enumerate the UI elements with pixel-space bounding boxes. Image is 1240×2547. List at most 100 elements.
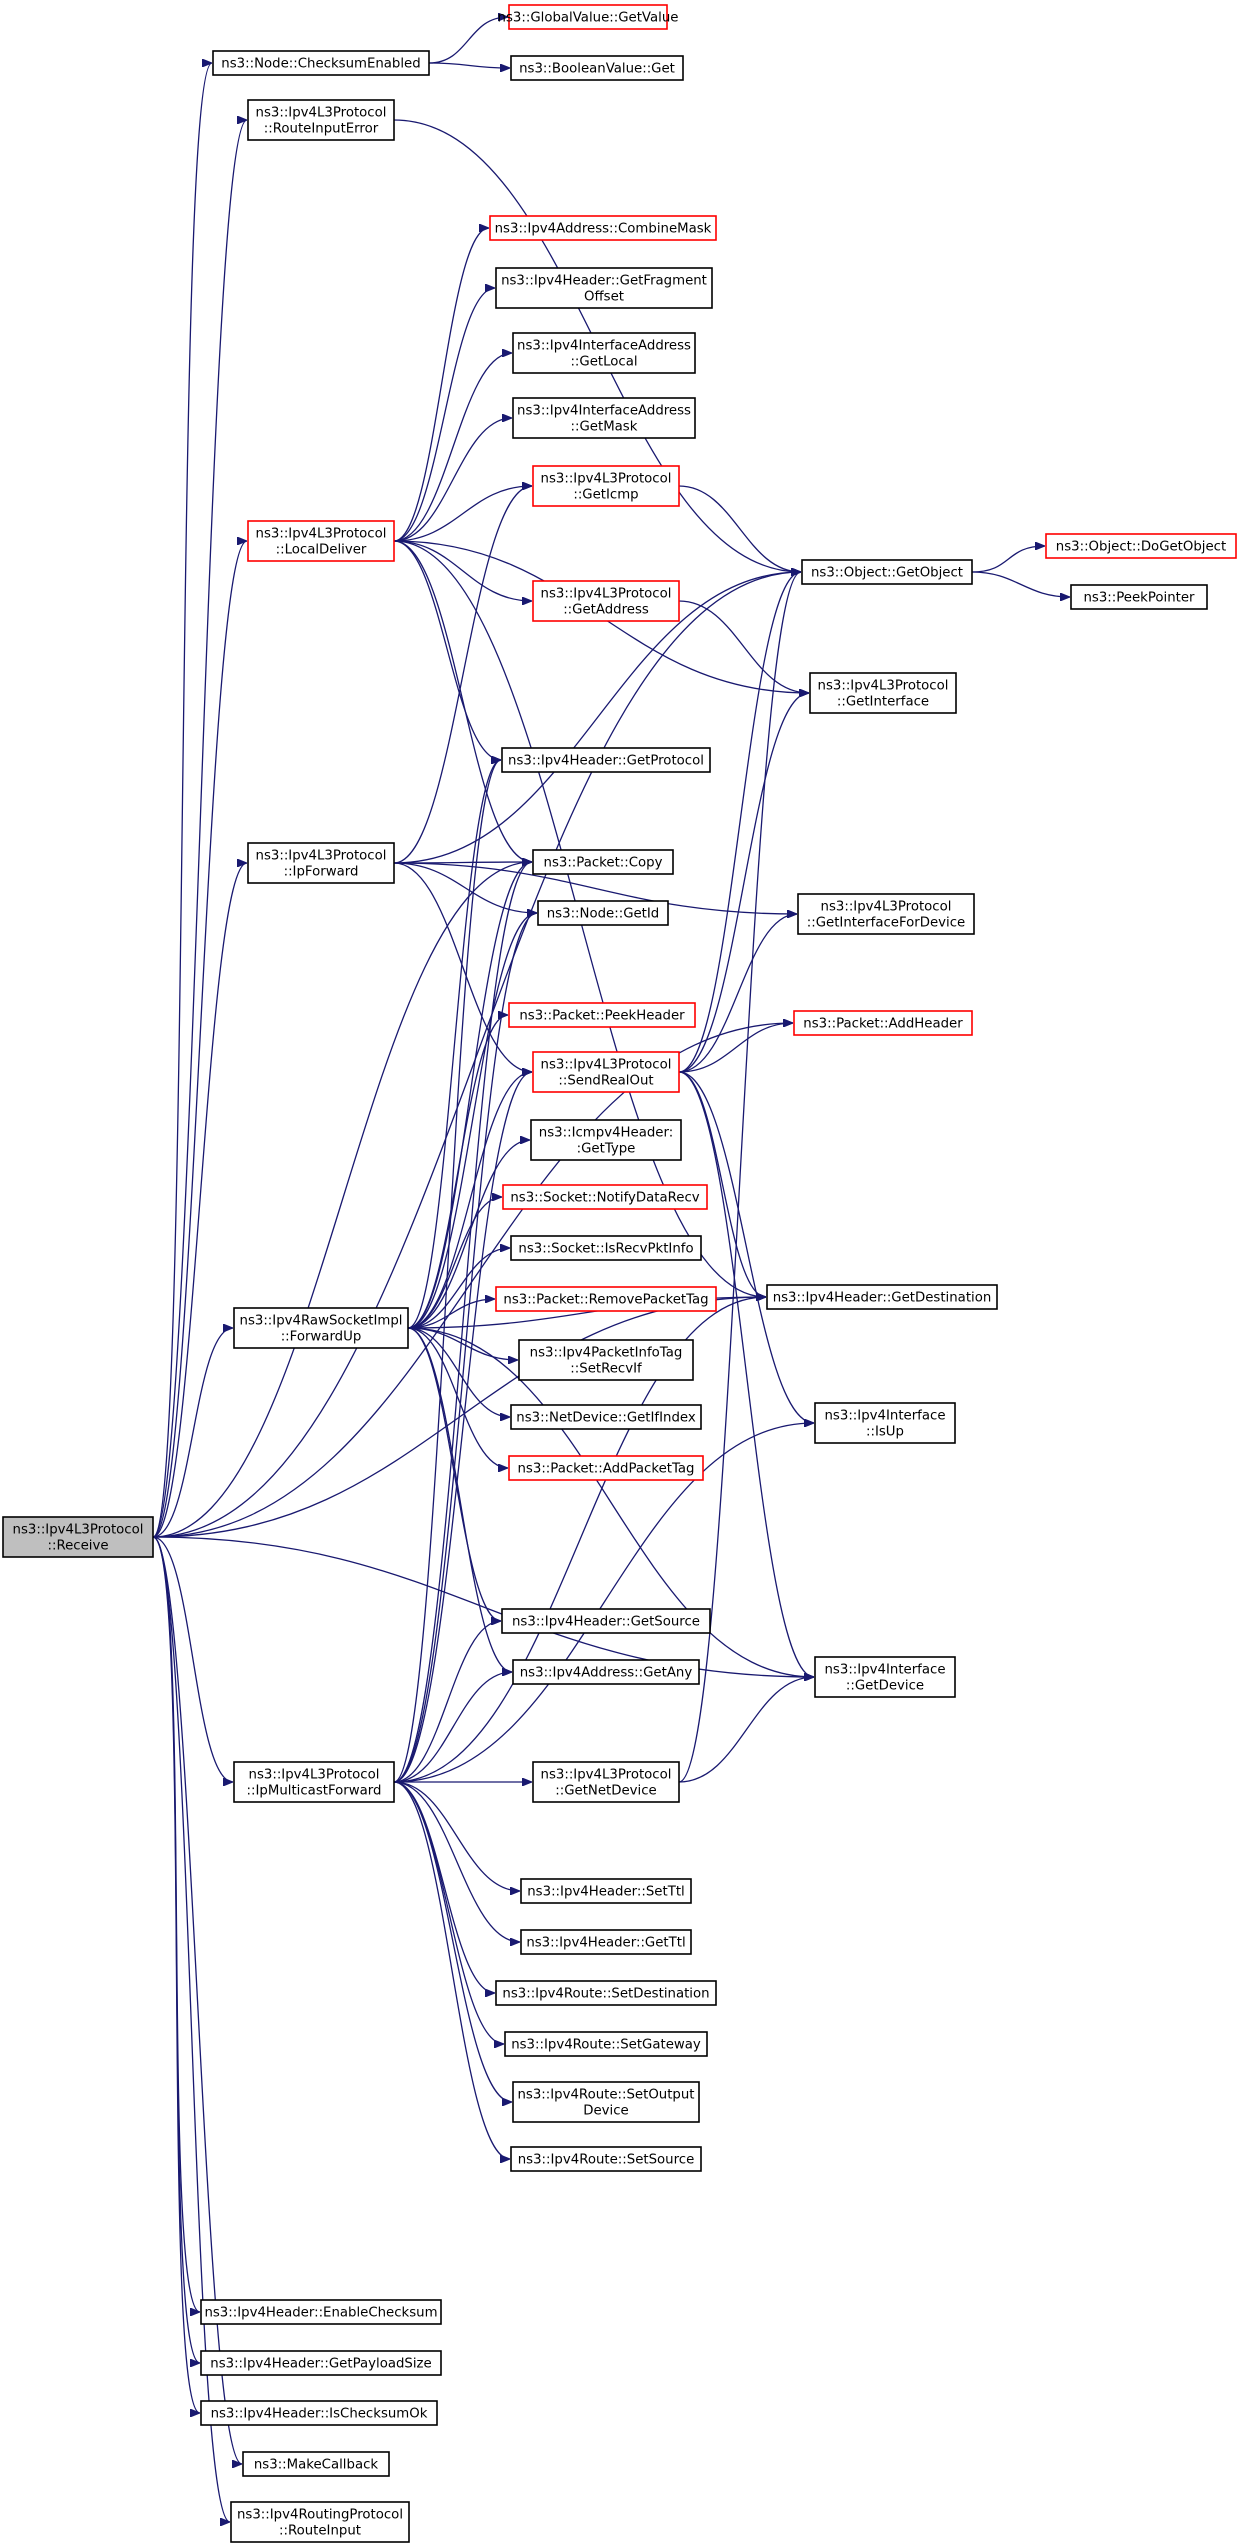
node-label: ns3::Ipv4L3Protocol — [541, 472, 672, 487]
node-ipMulticastForward[interactable]: ns3::Ipv4L3Protocol::IpMulticastForward — [233, 1761, 395, 1803]
node-label: ::GetDevice — [846, 1679, 924, 1694]
node-getIcmp[interactable]: ns3::Ipv4L3Protocol::GetIcmp — [532, 465, 680, 507]
edge-objectGetObject-to-peekPointer — [971, 571, 1070, 597]
edge-localDeliver-to-getFragmentOffset — [393, 288, 496, 542]
node-box — [814, 1656, 956, 1698]
node-box — [530, 1119, 682, 1161]
node-makeCallback[interactable]: ns3::MakeCallback — [242, 2451, 390, 2477]
node-objectGetObject[interactable]: ns3::Object::GetObject — [801, 559, 973, 585]
node-getProtocol[interactable]: ns3::Ipv4Header::GetProtocol — [501, 747, 711, 773]
edge-forwardUp-to-ifaceGetDevice — [407, 1327, 814, 1677]
node-label: ns3::Packet::RemovePacketTag — [503, 1293, 708, 1308]
edge-receive-to-forwardUp — [152, 1328, 234, 1538]
node-icmpGetType[interactable]: ns3::Icmpv4Header::GetType — [530, 1119, 682, 1161]
node-label: ::GetInterface — [837, 695, 929, 710]
node-box — [512, 397, 696, 439]
node-label: ns3::Ipv4Header::GetProtocol — [508, 754, 704, 769]
node-box — [247, 842, 395, 884]
node-box — [510, 1235, 702, 1261]
edge-sendRealOut-to-ifaceIsUp — [678, 1071, 814, 1423]
node-setDestination[interactable]: ns3::Ipv4Route::SetDestination — [495, 1980, 717, 2006]
node-label: ns3::Ipv4Header::EnableChecksum — [204, 2306, 437, 2321]
node-label: ns3::NetDevice::GetIfIndex — [516, 1411, 696, 1426]
node-box — [520, 1929, 692, 1955]
node-setRecvIf[interactable]: ns3::Ipv4PacketInfoTag::SetRecvIf — [518, 1339, 694, 1381]
node-label: ns3::PeekPointer — [1083, 591, 1195, 606]
node-routeInputError[interactable]: ns3::Ipv4L3Protocol::RouteInputError — [247, 99, 395, 141]
node-ipForward[interactable]: ns3::Ipv4L3Protocol::IpForward — [247, 842, 395, 884]
node-getTtl[interactable]: ns3::Ipv4Header::GetTtl — [520, 1929, 692, 1955]
edge-ipForward-to-getIcmp — [393, 486, 532, 864]
edge-receive-to-packetCopy — [152, 862, 532, 1538]
node-box — [212, 50, 430, 76]
node-getInterfaceForDevice[interactable]: ns3::Ipv4L3Protocol::GetInterfaceForDevi… — [797, 893, 975, 935]
node-label: ns3::Ipv4Header::GetTtl — [526, 1936, 685, 1951]
node-ifaceGetDevice[interactable]: ns3::Ipv4Interface::GetDevice — [814, 1656, 956, 1698]
node-getDestination[interactable]: ns3::Ipv4Header::GetDestination — [766, 1284, 998, 1310]
node-ifaceAddrGetMask[interactable]: ns3::Ipv4InterfaceAddress::GetMask — [512, 397, 696, 439]
node-enableChecksum[interactable]: ns3::Ipv4Header::EnableChecksum — [200, 2299, 442, 2325]
node-box — [230, 2501, 410, 2543]
node-packetCopy[interactable]: ns3::Packet::Copy — [532, 849, 674, 875]
edge-forwardUp-to-getProtocol — [407, 760, 502, 1329]
node-box — [532, 1051, 680, 1093]
node-getNetDevice[interactable]: ns3::Ipv4L3Protocol::GetNetDevice — [532, 1761, 680, 1803]
node-setGateway[interactable]: ns3::Ipv4Route::SetGateway — [504, 2031, 708, 2057]
node-label: ::ForwardUp — [281, 1330, 362, 1345]
edge-getIcmp-to-objectGetObject — [678, 485, 801, 572]
edge-ipForward-to-sendRealOut — [393, 862, 532, 1072]
node-nodeGetId[interactable]: ns3::Node::GetId — [537, 900, 669, 926]
node-combineMask[interactable]: ns3::Ipv4Address::CombineMask — [489, 215, 717, 241]
edge-checksumEnabled-to-booleanGet — [428, 62, 510, 68]
node-booleanGet[interactable]: ns3::BooleanValue::Get — [510, 55, 684, 81]
node-label: ::Receive — [47, 1539, 108, 1554]
node-label: ::GetMask — [571, 420, 638, 435]
node-label: ns3::Ipv4InterfaceAddress — [517, 404, 691, 419]
node-box — [512, 332, 696, 374]
node-peekHeader[interactable]: ns3::Packet::PeekHeader — [508, 1002, 696, 1028]
node-label: ns3::Socket::NotifyDataRecv — [510, 1191, 699, 1206]
node-routeInput[interactable]: ns3::Ipv4RoutingProtocol::RouteInput — [230, 2501, 410, 2543]
node-getInterface[interactable]: ns3::Ipv4L3Protocol::GetInterface — [809, 672, 957, 714]
edge-getAddress-to-getInterface — [678, 600, 809, 693]
node-globalGetValue[interactable]: ns3::GlobalValue::GetValue — [498, 4, 679, 30]
node-notifyDataRecv[interactable]: ns3::Socket::NotifyDataRecv — [502, 1184, 708, 1210]
edge-forwardUp-to-addPacketTag — [407, 1327, 508, 1468]
node-checksumEnabled[interactable]: ns3::Node::ChecksumEnabled — [212, 50, 430, 76]
node-addHeader[interactable]: ns3::Packet::AddHeader — [793, 1010, 973, 1036]
node-isRecvPktInfo[interactable]: ns3::Socket::IsRecvPktInfo — [510, 1235, 702, 1261]
node-label: ns3::Packet::AddHeader — [803, 1017, 963, 1032]
node-box — [510, 55, 684, 81]
node-label: ns3::Ipv4Route::SetSource — [518, 2153, 695, 2168]
edge-localDeliver-to-ifaceAddrGetLocal — [393, 353, 512, 542]
node-getAddress[interactable]: ns3::Ipv4L3Protocol::GetAddress — [532, 580, 680, 622]
node-label: ::IsUp — [866, 1425, 904, 1440]
node-addPacketTag[interactable]: ns3::Packet::AddPacketTag — [508, 1455, 704, 1481]
node-box — [504, 2031, 708, 2057]
node-getAny[interactable]: ns3::Ipv4Address::GetAny — [512, 1659, 700, 1685]
node-box — [495, 1286, 717, 1312]
node-getIfIndex[interactable]: ns3::NetDevice::GetIfIndex — [510, 1404, 702, 1430]
node-label: ns3::Packet::AddPacketTag — [518, 1462, 695, 1477]
edge-receive-to-ipForward — [152, 863, 248, 1538]
node-label: ns3::MakeCallback — [254, 2458, 379, 2473]
node-peekPointer[interactable]: ns3::PeekPointer — [1070, 584, 1208, 610]
node-getSource[interactable]: ns3::Ipv4Header::GetSource — [501, 1608, 711, 1634]
node-ifaceAddrGetLocal[interactable]: ns3::Ipv4InterfaceAddress::GetLocal — [512, 332, 696, 374]
node-ifaceIsUp[interactable]: ns3::Ipv4Interface::IsUp — [814, 1402, 956, 1444]
node-getPayloadSize[interactable]: ns3::Ipv4Header::GetPayloadSize — [200, 2350, 442, 2376]
node-box — [537, 900, 669, 926]
node-setSource[interactable]: ns3::Ipv4Route::SetSource — [510, 2146, 702, 2172]
node-isChecksumOk[interactable]: ns3::Ipv4Header::IsChecksumOk — [200, 2400, 438, 2426]
node-box — [495, 1980, 717, 2006]
edge-receive-to-objectGetObject — [152, 572, 801, 1538]
node-setTtl[interactable]: ns3::Ipv4Header::SetTtl — [520, 1878, 692, 1904]
node-localDeliver[interactable]: ns3::Ipv4L3Protocol::LocalDeliver — [247, 520, 395, 562]
node-doGetObject[interactable]: ns3::Object::DoGetObject — [1045, 533, 1237, 559]
node-label: ns3::Node::GetId — [547, 907, 660, 922]
node-forwardUp[interactable]: ns3::Ipv4RawSocketImpl::ForwardUp — [233, 1307, 409, 1349]
node-sendRealOut[interactable]: ns3::Ipv4L3Protocol::SendRealOut — [532, 1051, 680, 1093]
node-removePacketTag[interactable]: ns3::Packet::RemovePacketTag — [495, 1286, 717, 1312]
